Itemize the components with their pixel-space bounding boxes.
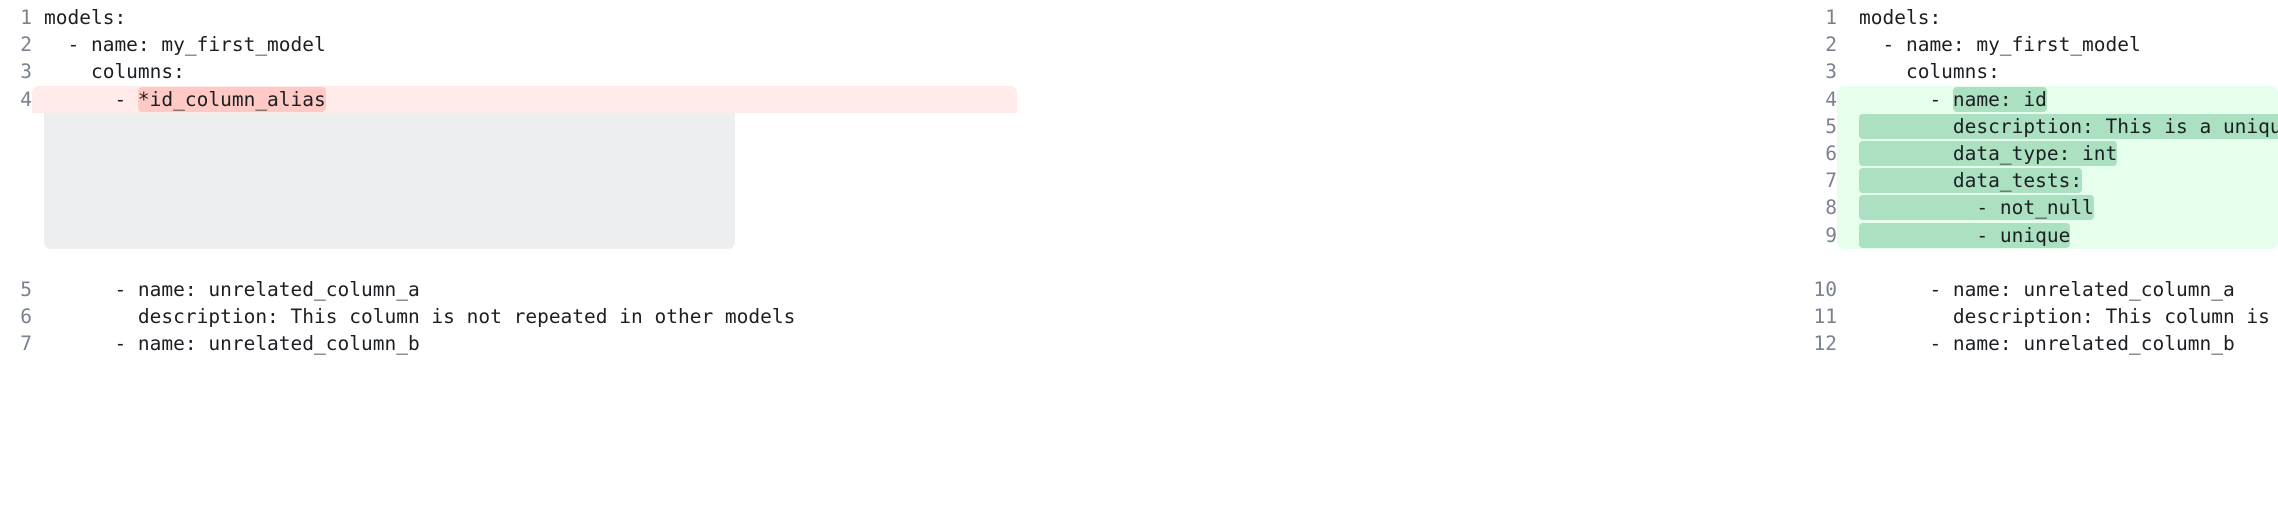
code-line[interactable]: 1 models: — [0, 4, 1017, 31]
code-line[interactable]: 10 - name: unrelated_column_a — [1017, 276, 2278, 303]
line-content: - name: my_first_model — [1859, 33, 2141, 57]
line-number: 2 — [1825, 33, 1837, 57]
code-line[interactable]: 11 description: This column is not repea… — [1017, 303, 2278, 330]
line-prefix: - — [44, 87, 138, 111]
line-number: 9 — [1825, 223, 1837, 247]
line-content: description: This column is not repeated… — [1952, 305, 2270, 329]
code-line[interactable]: 2 - name: my_first_model — [0, 31, 1017, 58]
line-number: 3 — [1825, 60, 1837, 84]
line-content: columns: — [44, 60, 185, 84]
line-content: - unique — [1837, 221, 2278, 249]
line-content: description: This is a unique identifier… — [1837, 112, 2278, 140]
added-token: description: This is a unique identifier… — [1859, 113, 2278, 139]
line-number: 4 — [1825, 87, 1837, 111]
added-token: name: id — [1952, 86, 2047, 112]
line-content: - name: unrelated_column_b — [1859, 332, 2235, 356]
code-line-added[interactable]: 5 description: This is a unique identifi… — [1017, 112, 2278, 140]
code-line[interactable]: 6 description: This column is not repeat… — [0, 303, 1017, 330]
line-number: 3 — [20, 60, 32, 84]
line-number: 11 — [1813, 305, 1837, 329]
line-content: - *id_column_alias — [32, 85, 1017, 113]
line-number: 5 — [20, 277, 32, 301]
line-content: data_tests: — [1837, 167, 2278, 195]
line-content: description: This column is not repeated… — [44, 305, 796, 329]
added-token: - unique — [1859, 222, 2071, 248]
code-line-added[interactable]: 4 - name: id — [1017, 85, 2278, 113]
code-line-added[interactable]: 7 data_tests: — [1017, 167, 2278, 195]
line-number: 2 — [20, 33, 32, 57]
line-content: data_type: int — [1837, 139, 2278, 168]
code-line[interactable]: 2 - name: my_first_model — [1017, 31, 2278, 58]
line-number: 1 — [20, 6, 32, 29]
line-content: - name: unrelated_column_b — [44, 332, 420, 356]
line-content: - name: id — [1837, 85, 2278, 113]
added-token: data_type: int — [1859, 140, 2118, 166]
line-content: - name: unrelated_column_a — [44, 277, 420, 301]
line-number: 10 — [1813, 277, 1837, 301]
code-line[interactable]: 3 columns: — [0, 58, 1017, 85]
code-line[interactable]: 3 columns: — [1017, 58, 2278, 85]
added-token: - not_null — [1859, 195, 2094, 221]
line-number: 7 — [20, 332, 32, 356]
line-content: - name: my_first_model — [44, 33, 326, 57]
line-number: 5 — [1825, 114, 1837, 138]
diff-filler-block — [44, 112, 735, 249]
line-number: 7 — [1825, 169, 1837, 193]
removed-token: *id_column_alias — [137, 86, 326, 112]
code-line-added[interactable]: 9 - unique — [1017, 221, 2278, 249]
diff-gap — [0, 249, 1017, 276]
code-line[interactable]: 1 models: — [1017, 4, 2278, 31]
line-content: models: — [1859, 6, 1942, 29]
added-token: data_tests: — [1859, 168, 2083, 194]
code-line-added[interactable]: 6 data_type: int — [1017, 139, 2278, 168]
diff-gap — [1017, 249, 2278, 276]
code-line[interactable]: 7 - name: unrelated_column_b — [0, 330, 1017, 357]
line-prefix: - — [1859, 87, 1953, 111]
line-number: 12 — [1813, 332, 1837, 356]
line-content: models: — [44, 6, 127, 29]
line-number: 6 — [1825, 141, 1837, 165]
line-number: 4 — [20, 87, 32, 111]
line-content: columns: — [1859, 60, 2000, 84]
diff-pane-before: 1 models: 2 - name: my_first_model 3 col… — [0, 0, 1017, 528]
line-number: 1 — [1825, 6, 1837, 29]
code-line-added[interactable]: 8 - not_null — [1017, 194, 2278, 222]
line-number: 8 — [1825, 196, 1837, 220]
code-line[interactable]: 5 - name: unrelated_column_a — [0, 276, 1017, 303]
diff-pane-after: 1 models: 2 - name: my_first_model 3 col… — [1017, 0, 2278, 528]
line-content: - name: unrelated_column_a — [1859, 277, 2235, 301]
code-line-removed[interactable]: 4 - *id_column_alias — [0, 85, 1017, 113]
line-content: - not_null — [1837, 194, 2278, 222]
line-number: 6 — [20, 305, 32, 329]
code-line[interactable]: 12 - name: unrelated_column_b — [1017, 330, 2278, 357]
